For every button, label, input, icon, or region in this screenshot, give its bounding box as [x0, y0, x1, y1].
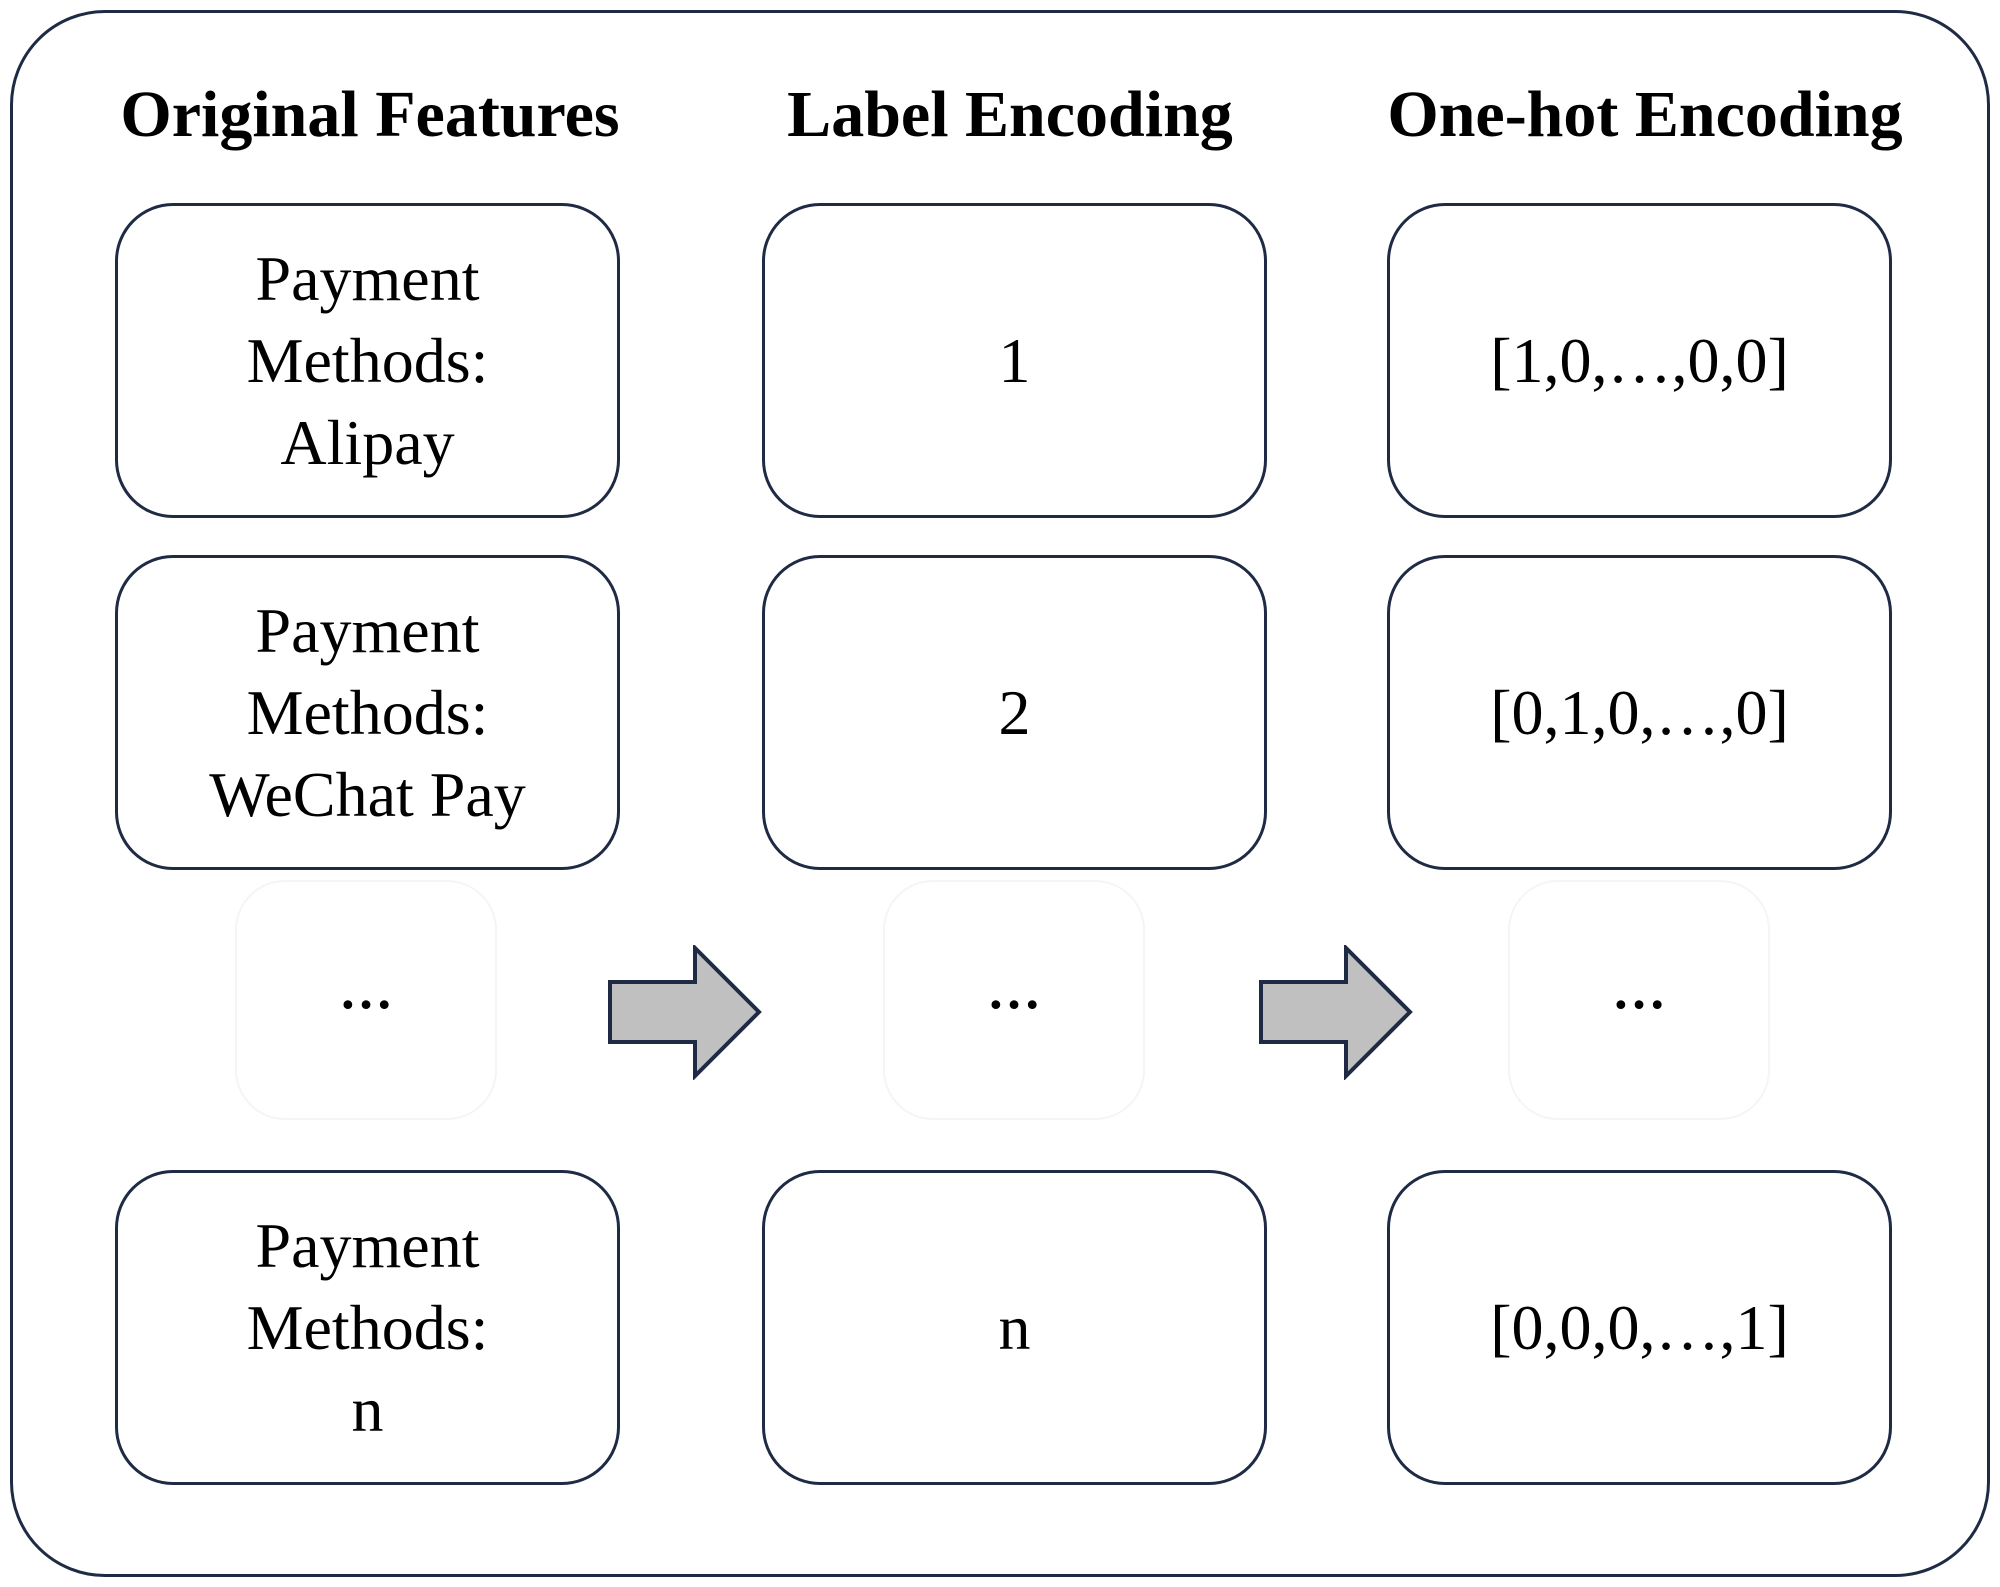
label-box-n: n: [762, 1170, 1267, 1485]
feature-box-wechat-pay: Payment Methods: WeChat Pay: [115, 555, 620, 870]
onehot-box-n: [0,0,0,…,1]: [1387, 1170, 1892, 1485]
ellipsis: …: [339, 960, 393, 1020]
feature-line-1: Payment: [255, 1209, 480, 1281]
feature-line-3: Alipay: [280, 406, 455, 478]
ellipsis: …: [987, 960, 1041, 1020]
right-arrow-icon: [608, 945, 762, 1080]
right-arrow-icon: [1259, 945, 1413, 1080]
feature-line-2: Methods:: [246, 324, 489, 396]
onehot-box-2: [0,1,0,…,0]: [1387, 555, 1892, 870]
header-one-hot-encoding: One-hot Encoding: [1387, 78, 1903, 151]
onehot-value: [0,1,0,…,0]: [1490, 676, 1789, 748]
label-value: 1: [998, 324, 1031, 396]
ellipsis-box-features: …: [235, 880, 497, 1120]
label-box-2: 2: [762, 555, 1267, 870]
ellipsis: …: [1612, 960, 1666, 1020]
feature-line-3: WeChat Pay: [209, 758, 526, 830]
diagram-frame: [10, 10, 1990, 1577]
ellipsis-box-label: …: [883, 880, 1145, 1120]
feature-line-2: Methods:: [246, 676, 489, 748]
onehot-value: [1,0,…,0,0]: [1490, 324, 1789, 396]
header-label-encoding: Label Encoding: [787, 78, 1233, 151]
feature-line-1: Payment: [255, 242, 480, 314]
onehot-box-1: [1,0,…,0,0]: [1387, 203, 1892, 518]
feature-line-2: Methods:: [246, 1291, 489, 1363]
feature-text: Payment Methods: WeChat Pay: [209, 590, 526, 836]
label-box-1: 1: [762, 203, 1267, 518]
header-original-features: Original Features: [120, 78, 620, 151]
feature-text: Payment Methods: Alipay: [247, 238, 489, 484]
feature-line-1: Payment: [255, 594, 480, 666]
label-value: 2: [998, 676, 1031, 748]
feature-text: Payment Methods: n: [247, 1205, 489, 1451]
feature-box-n: Payment Methods: n: [115, 1170, 620, 1485]
onehot-value: [0,0,0,…,1]: [1490, 1291, 1789, 1363]
ellipsis-box-onehot: …: [1508, 880, 1770, 1120]
feature-line-3: n: [351, 1373, 384, 1445]
label-value: n: [998, 1291, 1031, 1363]
feature-box-alipay: Payment Methods: Alipay: [115, 203, 620, 518]
